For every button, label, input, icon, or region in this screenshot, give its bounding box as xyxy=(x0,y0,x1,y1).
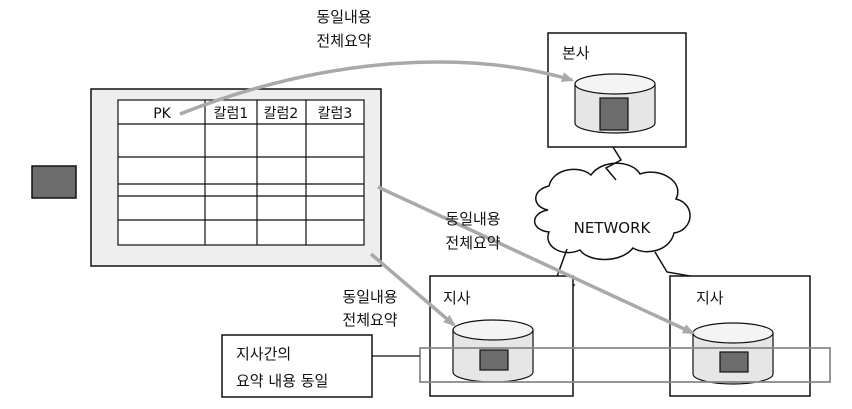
note-line-1: 지사간의 xyxy=(236,345,291,363)
data-block-icon xyxy=(31,165,77,199)
branch-left-label: 지사 xyxy=(443,289,471,307)
table-header-col3: 칼럼3 xyxy=(318,106,353,122)
arrow-to-branch-right xyxy=(377,185,695,335)
label-top-line-2: 전체요약 xyxy=(316,32,371,50)
branch-sync-highlight xyxy=(419,347,831,383)
branch-left-database-icon xyxy=(452,319,534,383)
data-table xyxy=(117,99,365,246)
arrow-to-hq xyxy=(179,60,574,116)
hq-label: 본사 xyxy=(562,44,590,62)
label-left-line-2: 전체요약 xyxy=(342,311,397,329)
table-header-col1: 칼럼1 xyxy=(214,106,249,122)
table-header-col2: 칼럼2 xyxy=(264,106,299,122)
label-mid-line-2: 전체요약 xyxy=(445,234,500,252)
arrow-to-branch-left xyxy=(369,252,456,327)
table-header-pk: PK xyxy=(153,106,171,122)
link-hq-network xyxy=(604,146,623,181)
network-cloud xyxy=(533,162,691,261)
branch-right-label: 지사 xyxy=(696,289,724,307)
hq-database-icon xyxy=(574,73,656,134)
network-label: NETWORK xyxy=(574,219,652,237)
note-line-2: 요약 내용 동일 xyxy=(236,372,328,390)
label-mid-line-1: 동일내용 xyxy=(445,210,500,228)
label-left-line-1: 동일내용 xyxy=(342,288,397,306)
label-top-line-1: 동일내용 xyxy=(316,8,371,26)
branch-right-database-icon xyxy=(692,322,774,385)
note-box xyxy=(221,334,373,398)
